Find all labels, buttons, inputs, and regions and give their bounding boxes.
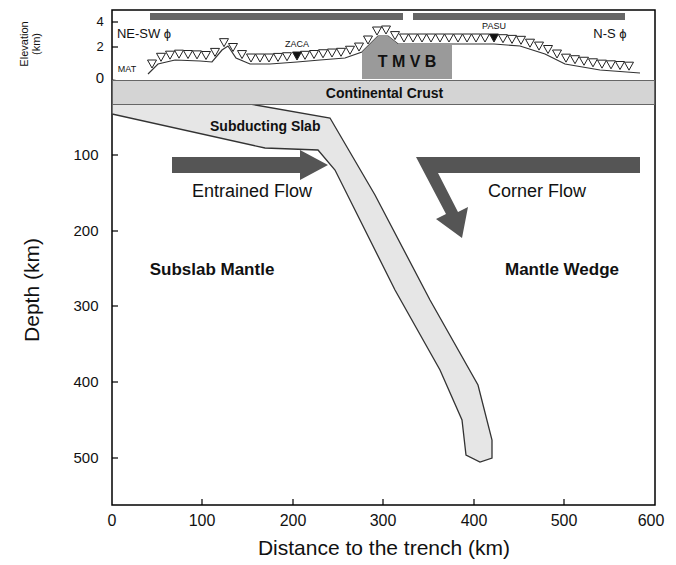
corner-flow-arrow <box>416 157 640 238</box>
station-triangle <box>526 39 535 47</box>
station-triangle <box>589 59 598 67</box>
station-triangle <box>274 53 283 61</box>
station-triangle <box>454 34 463 42</box>
station-triangle <box>535 42 544 50</box>
axis-title: Depth (km) <box>20 238 43 342</box>
node-label: Continental Crust <box>326 85 443 101</box>
tick-label: 100 <box>73 147 98 164</box>
station-name: MAT <box>118 65 136 75</box>
tick-label: 500 <box>551 512 578 530</box>
station-triangle <box>562 54 571 62</box>
station-triangle <box>193 51 202 59</box>
station-triangle <box>490 34 499 42</box>
tick-label: 400 <box>461 512 488 530</box>
station-triangle <box>301 51 310 59</box>
station-triangle <box>364 36 373 44</box>
tick-label: 4 <box>96 15 103 29</box>
station-triangle <box>211 48 220 56</box>
station-triangle <box>265 54 274 62</box>
station-triangle <box>391 32 400 40</box>
station-triangle <box>220 39 229 47</box>
station-triangle <box>202 52 211 60</box>
station-triangle <box>544 46 553 54</box>
station-triangle <box>310 51 319 59</box>
entrained-flow-arrow <box>172 150 328 180</box>
station-triangle <box>373 27 382 35</box>
phi-label: N-S ϕ <box>593 27 626 41</box>
tmvb-region: T M V B <box>362 36 452 79</box>
station-triangle <box>409 34 418 42</box>
station-triangle <box>508 35 517 43</box>
station-triangle <box>175 50 184 58</box>
station-triangle <box>625 62 634 70</box>
tick-label: 100 <box>189 512 216 530</box>
region-label: Subslab Mantle <box>150 261 275 280</box>
station-name: PASU <box>482 22 506 32</box>
region-label: Mantle Wedge <box>505 261 619 280</box>
station-triangle <box>418 34 427 42</box>
station-triangle <box>472 34 481 42</box>
tick-label: 300 <box>73 298 98 315</box>
phi-bar <box>413 13 625 20</box>
phi-bar <box>150 13 403 20</box>
station-triangle <box>328 49 337 57</box>
station-triangle <box>427 34 436 42</box>
station-triangle <box>517 36 526 44</box>
station-triangle <box>553 50 562 58</box>
station-triangle <box>481 34 490 42</box>
station-triangle <box>319 50 328 58</box>
crust-band: Continental Crust <box>112 80 655 105</box>
station-triangle <box>283 53 292 61</box>
tick-label: 500 <box>73 450 98 467</box>
station-triangle <box>499 35 508 43</box>
phi-label: NE-SW ϕ <box>117 27 171 41</box>
station-triangle <box>598 60 607 68</box>
station-triangle <box>463 34 472 42</box>
station-triangle <box>229 44 238 52</box>
station-triangle <box>184 51 193 59</box>
station-triangle <box>346 46 355 54</box>
tick-label: 200 <box>280 512 307 530</box>
flow-label: Entrained Flow <box>192 182 312 202</box>
tick-label: 2 <box>96 40 103 54</box>
tick-label: 300 <box>370 512 397 530</box>
station-triangle <box>148 60 157 68</box>
node-label: T M V B <box>378 53 437 71</box>
station-triangle <box>400 34 409 42</box>
station-triangle <box>166 51 175 59</box>
tick-label: 200 <box>73 223 98 240</box>
station-triangle <box>157 53 166 61</box>
station-triangle <box>616 62 625 70</box>
axis-title: Distance to the trench (km) <box>258 536 510 559</box>
tick-label: 0 <box>108 512 117 530</box>
station-triangle <box>436 34 445 42</box>
station-triangle <box>580 57 589 65</box>
plot-frame <box>112 10 655 505</box>
station-triangle <box>445 34 454 42</box>
station-triangle <box>247 54 256 62</box>
station-triangle <box>571 56 580 64</box>
station-triangle <box>238 51 247 59</box>
axis-title: Elevation (km) <box>18 16 42 72</box>
station-name: ZACA <box>285 40 309 50</box>
station-triangle <box>256 54 265 62</box>
tick-label: 0 <box>96 70 104 87</box>
station-triangle <box>607 61 616 69</box>
tick-label: 400 <box>73 374 98 391</box>
station-triangle <box>355 43 364 51</box>
station-triangle <box>293 52 302 60</box>
tick-label: 600 <box>638 512 665 530</box>
station-triangle <box>382 26 391 34</box>
flow-label: Corner Flow <box>488 182 586 202</box>
node-label: Subducting Slab <box>210 118 320 134</box>
station-triangle <box>337 48 346 56</box>
